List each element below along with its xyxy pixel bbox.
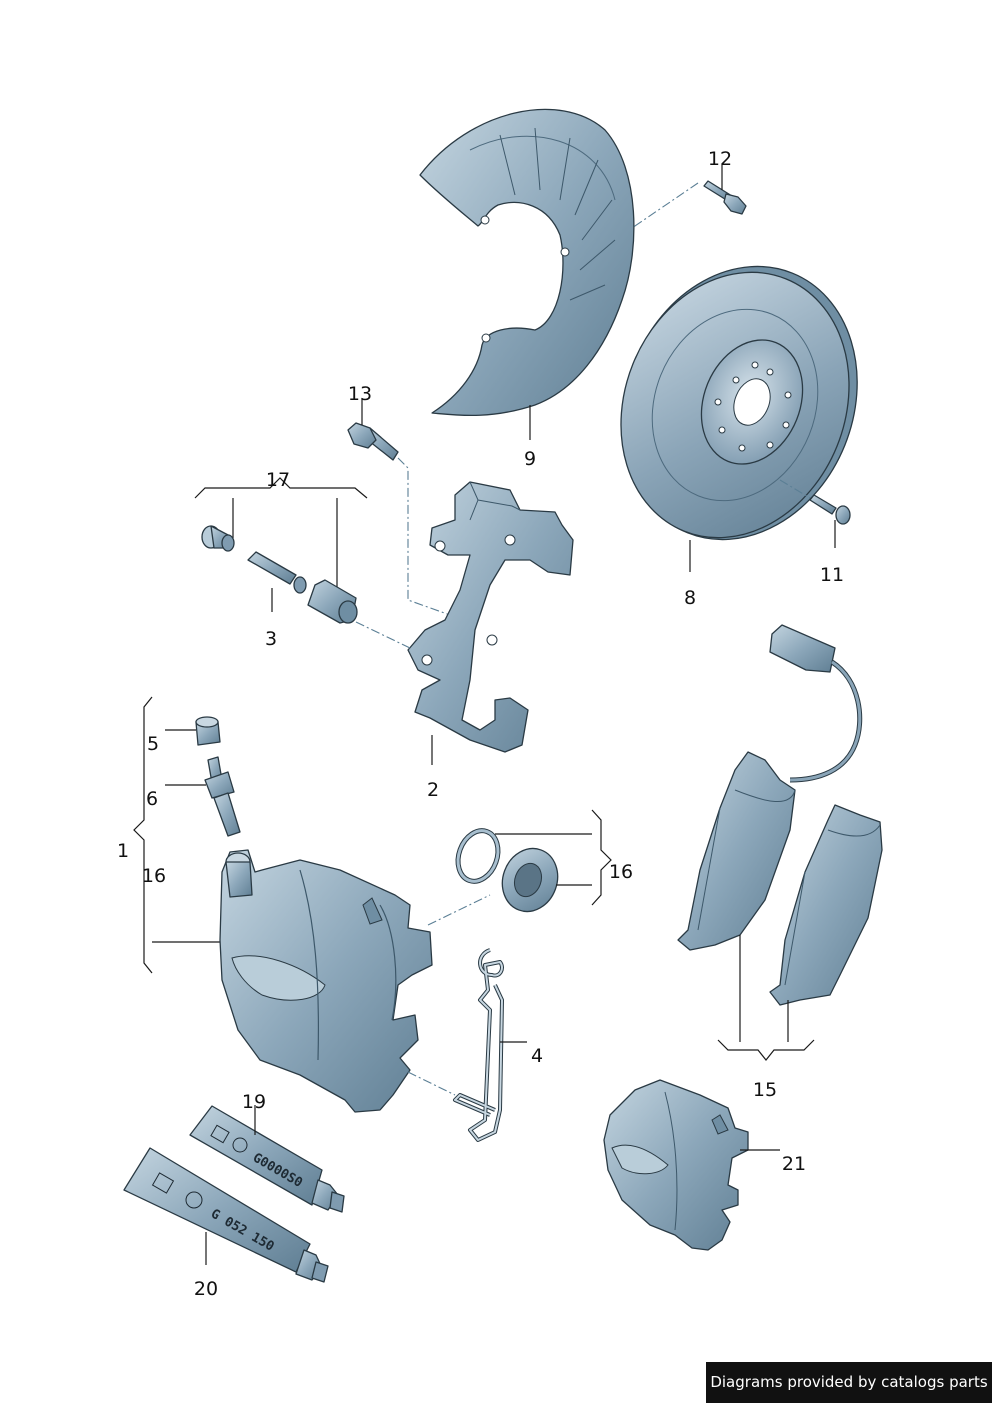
callout-20: 20	[194, 1278, 218, 1300]
diagram-credit-banner: Diagrams provided by catalogs parts	[706, 1362, 992, 1403]
callout-17: 17	[266, 469, 290, 491]
callout-11: 11	[820, 564, 844, 586]
dash-13	[397, 457, 451, 616]
dash-caliper-seal	[427, 894, 491, 926]
callout-16-right: 16	[609, 861, 633, 883]
dash-17	[355, 621, 411, 649]
caliper-carrier	[407, 481, 574, 753]
grease-tube-19: G0000S0	[189, 1105, 345, 1213]
callout-21: 21	[782, 1153, 806, 1175]
bleed-screw	[204, 756, 241, 837]
callout-3: 3	[265, 628, 277, 650]
grease-tube-20: G 052 150	[123, 1147, 329, 1283]
callout-9: 9	[524, 448, 536, 470]
callout-16-left: 16	[142, 865, 166, 887]
brake-pad-inner	[677, 751, 796, 951]
bolt-12	[703, 180, 747, 215]
bracket-17	[194, 477, 368, 499]
callout-12: 12	[708, 148, 732, 170]
callout-6: 6	[146, 788, 158, 810]
cap-plug	[201, 525, 235, 552]
dash-12	[631, 182, 699, 229]
callout-4: 4	[531, 1045, 543, 1067]
callout-13: 13	[348, 383, 372, 405]
dust-boot	[501, 847, 559, 913]
dust-cap	[195, 716, 221, 746]
callout-8: 8	[684, 587, 696, 609]
callout-2: 2	[427, 779, 439, 801]
bolt-13	[347, 422, 399, 461]
retaining-spring	[453, 948, 504, 1142]
brake-disc	[620, 265, 858, 541]
guide-pin	[247, 551, 307, 594]
caliper-complete	[603, 1079, 749, 1251]
bracket-16-right	[591, 809, 612, 906]
brake-pad-outer	[769, 804, 883, 1006]
callout-1: 1	[117, 840, 129, 862]
brake-caliper	[219, 849, 433, 1113]
splash-shield	[419, 108, 635, 417]
callout-19: 19	[242, 1091, 266, 1113]
bracket-15	[717, 1039, 815, 1061]
callout-5: 5	[147, 733, 159, 755]
dash-caliper-spring	[407, 1071, 456, 1096]
bracket-1	[133, 696, 153, 974]
screw-11	[809, 494, 851, 525]
guide-bush	[307, 579, 358, 624]
wear-sensor-cable	[769, 624, 863, 783]
dash-11	[779, 479, 811, 499]
callout-15: 15	[753, 1079, 777, 1101]
piston-seal-ring	[455, 828, 501, 884]
